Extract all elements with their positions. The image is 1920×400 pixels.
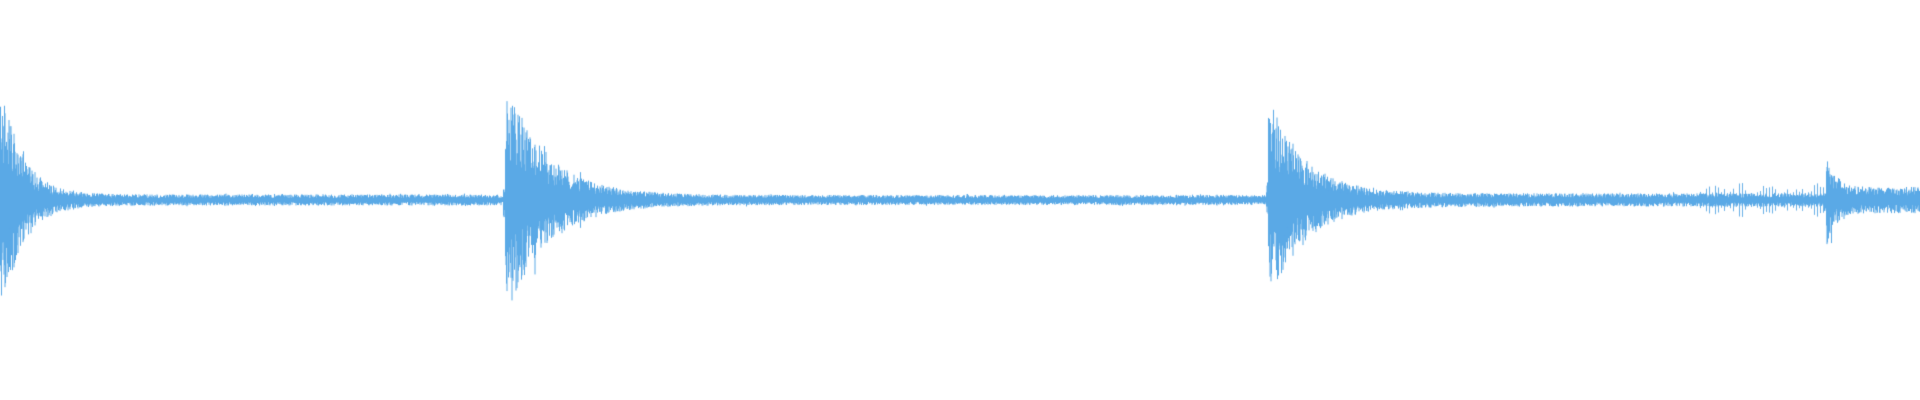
- audio-waveform: [0, 0, 1920, 400]
- waveform-panel: [0, 0, 1920, 400]
